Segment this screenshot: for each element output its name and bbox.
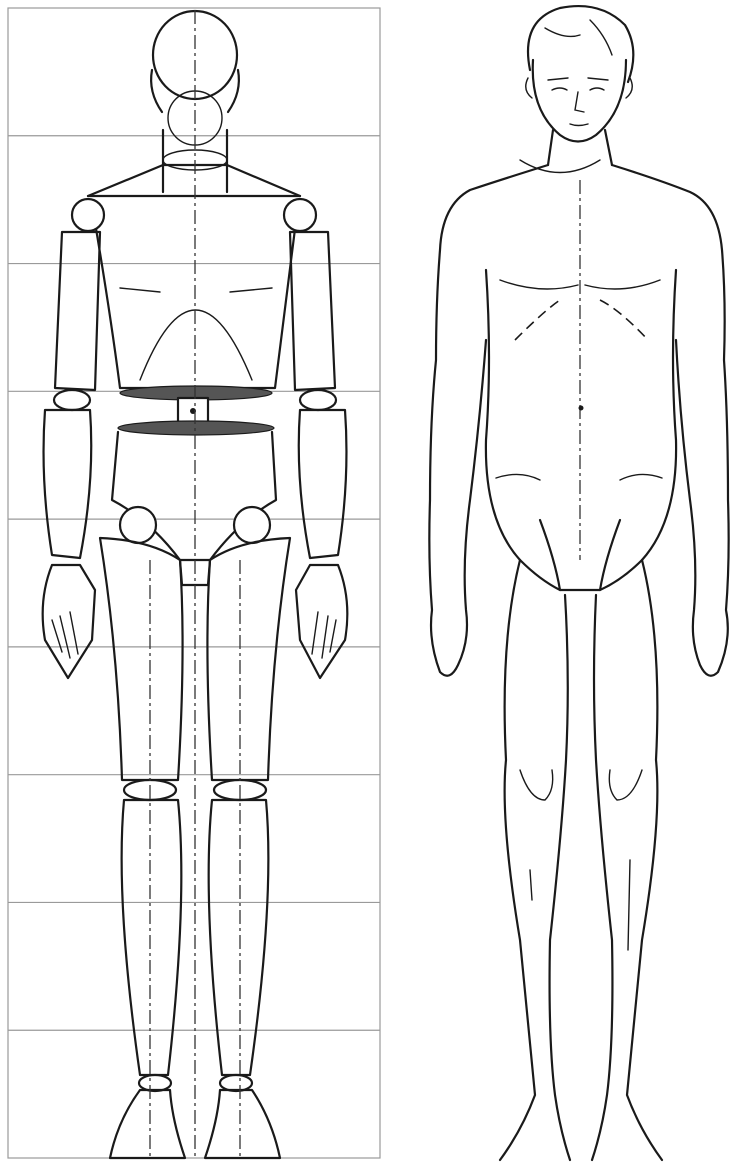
figure-knee-left <box>520 770 553 800</box>
figure-right-leg-outer <box>627 560 662 1160</box>
figure-mouth <box>570 124 588 126</box>
mannequin-shin-right <box>209 800 269 1075</box>
figure-ribs <box>515 300 648 340</box>
anatomical-figure <box>429 6 728 1160</box>
mannequin-thigh-left <box>100 538 183 780</box>
mannequin-elbow-right <box>300 390 336 410</box>
mannequin-hip-joint-left <box>120 507 156 543</box>
grid-frame <box>8 8 380 1158</box>
mannequin-shoulder-joint-left <box>72 199 104 231</box>
mannequin-figure <box>43 10 348 1160</box>
figure-right-leg-inner <box>592 595 612 1160</box>
mannequin-upper-arm-left <box>55 232 100 390</box>
mannequin-ankle-right <box>220 1075 252 1091</box>
mannequin-elbow-left <box>54 390 90 410</box>
figure-neck <box>548 130 612 165</box>
figure-navel <box>579 406 584 411</box>
mannequin-foot-left <box>110 1090 185 1158</box>
figure-hair-strands <box>545 20 612 55</box>
figure-left-leg-outer <box>500 560 535 1160</box>
figure-face <box>533 60 626 142</box>
figure-ears <box>526 78 633 98</box>
figure-left-arm-outline <box>429 165 548 676</box>
mannequin-fingers-right <box>312 612 336 658</box>
figure-shin-lines <box>530 860 630 950</box>
mannequin-hand-right <box>296 565 347 678</box>
mannequin-hip-ring <box>118 421 274 435</box>
mannequin-hand-left <box>43 565 95 678</box>
figure-hair <box>528 6 633 82</box>
figure-nose <box>575 92 584 112</box>
mannequin-shin-left <box>122 800 182 1075</box>
mannequin-foot-right <box>205 1090 280 1158</box>
mannequin-ribcage-arc <box>140 310 252 380</box>
mannequin-fingers-left <box>52 612 78 658</box>
mannequin-pectorals <box>120 288 272 292</box>
figure-hip-lines <box>496 474 662 480</box>
mannequin-shoulder-joint-right <box>284 199 316 231</box>
mannequin-forearm-left <box>44 410 92 558</box>
mannequin-forearm-right <box>299 410 347 558</box>
mannequin-upper-arm-right <box>290 232 335 390</box>
proportion-grid <box>8 8 380 1158</box>
mannequin-hip-joint-right <box>234 507 270 543</box>
mannequin-thigh-right <box>207 538 290 780</box>
grid-lines <box>8 136 380 1030</box>
mannequin-ankle-left <box>139 1075 171 1091</box>
figure-knee-right <box>609 770 642 800</box>
figure-left-leg-inner <box>550 595 570 1160</box>
figure-eyes <box>552 88 604 90</box>
figure-eyebrows <box>548 78 608 80</box>
figure-right-arm-outline <box>612 165 729 676</box>
